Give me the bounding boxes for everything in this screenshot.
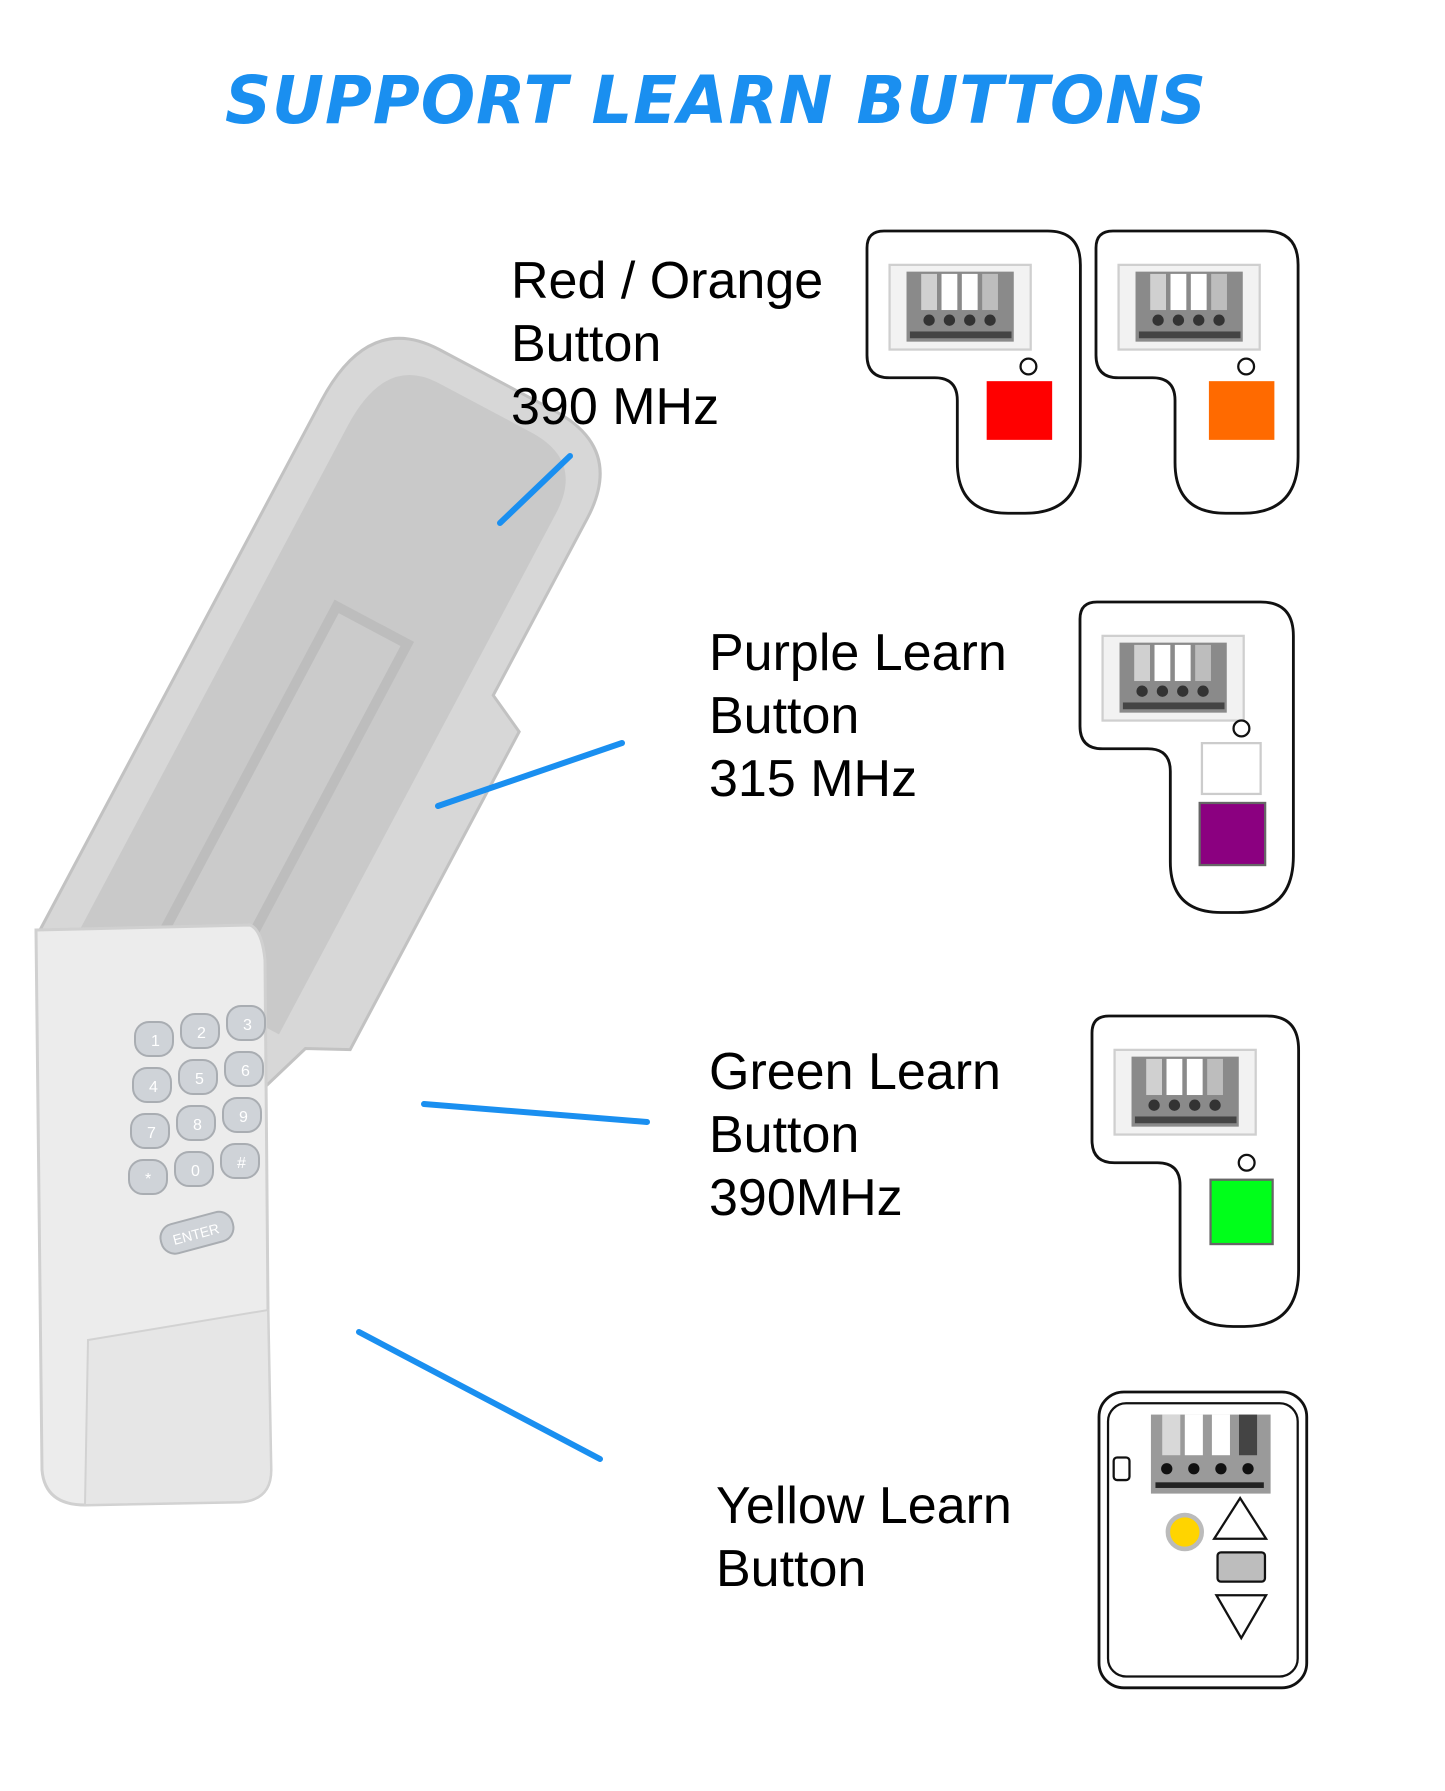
- purple-learn-button: [1198, 801, 1267, 867]
- orange-learn-panel: [1094, 229, 1300, 515]
- label-line: Button: [709, 687, 860, 745]
- leader-line-green: [421, 1101, 650, 1125]
- keypad-key: 8: [176, 1105, 216, 1141]
- label-line: 390MHz: [709, 1169, 903, 1227]
- orange-learn-button: [1208, 381, 1275, 440]
- keypad-key-label: 7: [147, 1125, 156, 1142]
- label-line: Button: [511, 315, 662, 373]
- keypad-key-label: 2: [197, 1025, 206, 1042]
- keypad-key: 0: [174, 1151, 214, 1187]
- keypad-key: 6: [224, 1051, 264, 1087]
- keypad-key: 2: [180, 1013, 220, 1049]
- yellow-learn-button: [1165, 1512, 1204, 1552]
- label-line: 315 MHz: [709, 750, 918, 808]
- label-line: Purple Learn: [709, 624, 1007, 682]
- green-button-label: Green Learn Button 390MHz: [709, 1041, 1001, 1230]
- label-line: Red / Orange: [511, 252, 824, 310]
- keypad-key: 5: [178, 1059, 218, 1095]
- red-orange-button-label: Red / Orange Button 390 MHz: [511, 250, 823, 439]
- leader-lines: [356, 453, 650, 1462]
- keypad-key: #: [220, 1143, 260, 1179]
- yellow-learn-panel: [1097, 1390, 1309, 1690]
- label-line: Button: [716, 1540, 867, 1598]
- keypad-key-label: *: [145, 1171, 151, 1188]
- keypad-key: 7: [130, 1113, 170, 1149]
- keypad-key: 3: [226, 1005, 266, 1041]
- leader-line-yellow: [356, 1329, 603, 1462]
- keypad-key-label: 1: [151, 1033, 160, 1050]
- keypad-key: 9: [222, 1097, 262, 1133]
- label-line: 390 MHz: [511, 378, 720, 436]
- keypad-key-label: 3: [243, 1017, 252, 1034]
- keypad-key-label: 6: [241, 1063, 250, 1080]
- keypad-key-label: 9: [239, 1109, 248, 1126]
- keypad-keys: 1 2 3 4 5 6 7 8 9 * 0 # ENTER: [128, 1005, 266, 1255]
- purple-learn-panel: [1078, 600, 1295, 914]
- label-line: Button: [709, 1106, 860, 1164]
- label-line: Green Learn: [709, 1043, 1001, 1101]
- keypad-key: *: [128, 1159, 168, 1195]
- keypad-key: 4: [132, 1067, 172, 1103]
- keypad-key-label: #: [237, 1155, 246, 1172]
- keypad-lid: [37, 336, 602, 1094]
- keypad-key: 1: [134, 1021, 174, 1057]
- red-learn-panel: [865, 229, 1082, 515]
- green-learn-panel: [1090, 1014, 1301, 1328]
- leader-line-red-orange: [497, 453, 573, 526]
- yellow-button-label: Yellow Learn Button: [716, 1475, 1012, 1601]
- keypad-device: 1 2 3 4 5 6 7 8 9 * 0 # ENTER: [34, 336, 602, 1507]
- keypad-key-label: 8: [193, 1117, 202, 1134]
- label-line: Yellow Learn: [716, 1477, 1012, 1535]
- keypad-enter-key: ENTER: [159, 1210, 235, 1255]
- green-learn-button: [1209, 1178, 1274, 1246]
- keypad-key-label: 5: [195, 1071, 204, 1088]
- page-title: SUPPORT LEARN BUTTONS: [224, 62, 1208, 139]
- keypad-key-label: 0: [191, 1163, 200, 1180]
- keypad-base: 1 2 3 4 5 6 7 8 9 * 0 # ENTER: [34, 923, 273, 1507]
- purple-button-label: Purple Learn Button 315 MHz: [709, 622, 1007, 811]
- red-learn-button: [986, 381, 1053, 440]
- leader-line-purple: [435, 740, 625, 809]
- keypad-key-label: 4: [149, 1079, 158, 1096]
